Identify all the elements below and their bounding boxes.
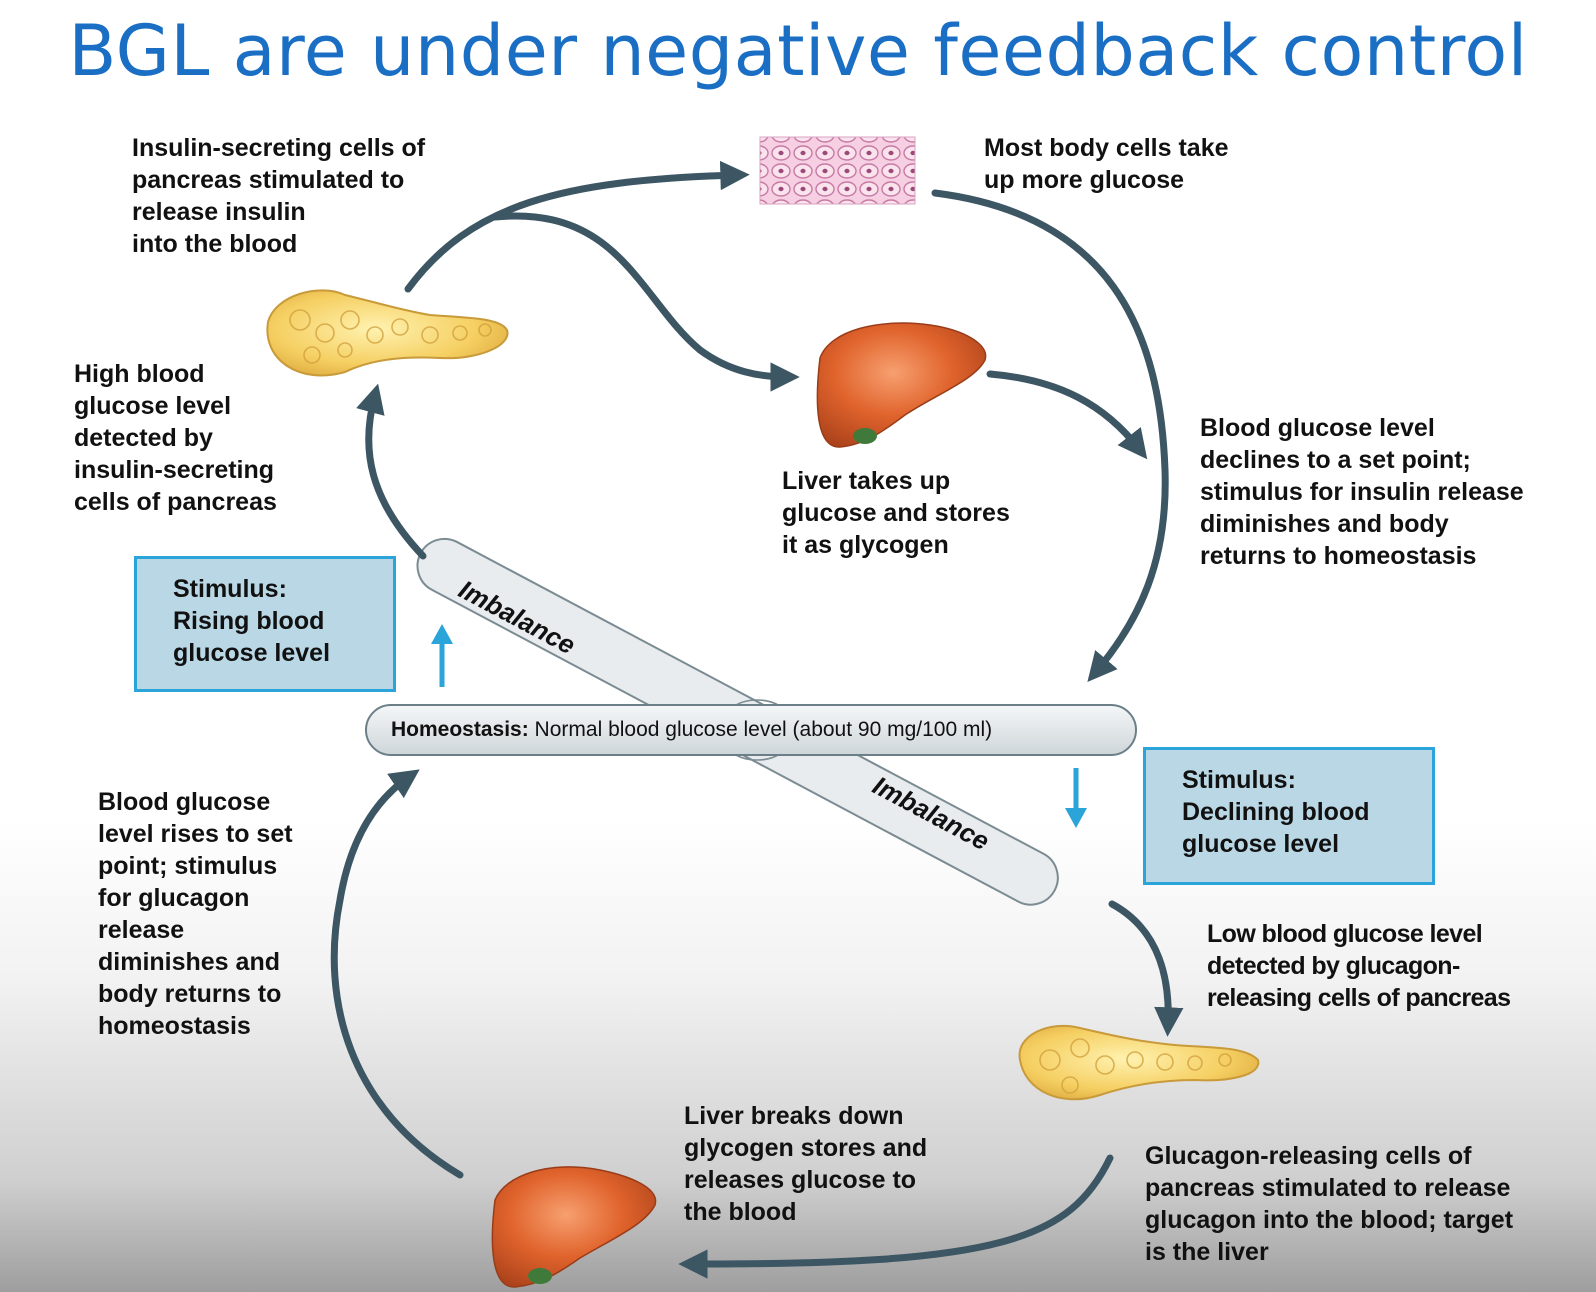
arrow-up-to-pancreas — [356, 383, 427, 560]
homeostasis-bar: Homeostasis: Normal blood glucose level … — [365, 704, 1137, 756]
slide-title: BGL are under negative feedback control — [68, 10, 1528, 92]
label-glucose-rises: Blood glucose level rises to set point; … — [98, 788, 293, 1040]
label-glucagon-releasing-cells: Glucagon-releasing cells of pancreas sti… — [1145, 1142, 1514, 1266]
arrow-pancreas-to-liver — [491, 212, 800, 392]
arrow-pancreas-to-liver-bottom — [678, 1154, 1114, 1279]
pancreas-bottom-illustration — [1018, 1024, 1260, 1101]
arrow-liver-up-to-homeostasis — [330, 769, 464, 1179]
arrow-body-cells-down — [931, 189, 1169, 682]
label-glucose-declines: Blood glucose level declines to a set po… — [1200, 414, 1524, 570]
body-cells-illustration — [759, 136, 916, 205]
label-high-glucose-detected: High blood glucose level detected by ins… — [74, 360, 277, 516]
homeostasis-text: Normal blood glucose level (about 90 mg/… — [528, 718, 993, 741]
label-liver-breaks-down: Liver breaks down glycogen stores and re… — [684, 1102, 928, 1226]
homeostasis-heading: Homeostasis: — [391, 718, 529, 741]
label-body-cells: Most body cells take up more glucose — [984, 134, 1229, 194]
label-insulin-secreting-cells: Insulin-secreting cells of pancreas stim… — [132, 134, 426, 258]
stimulus-down-arrowhead — [1065, 808, 1087, 828]
arrow-liver-to-right — [986, 370, 1148, 460]
arrow-imbalance-down — [1108, 900, 1184, 1037]
label-liver-stores-glycogen: Liver takes up glucose and stores it as … — [782, 467, 1010, 559]
liver-top-illustration — [816, 322, 987, 448]
liver-bottom-illustration — [491, 1166, 657, 1288]
arrow-pancreas-to-body-cells — [404, 160, 750, 293]
label-low-glucose-detected: Low blood glucose level detected by gluc… — [1207, 920, 1511, 1012]
stimulus-declining-box: Stimulus: Declining blood glucose level — [1143, 747, 1435, 885]
pancreas-top-illustration — [266, 289, 509, 377]
stimulus-up-arrowhead — [431, 624, 453, 644]
stimulus-rising-box: Stimulus: Rising blood glucose level — [134, 556, 396, 692]
